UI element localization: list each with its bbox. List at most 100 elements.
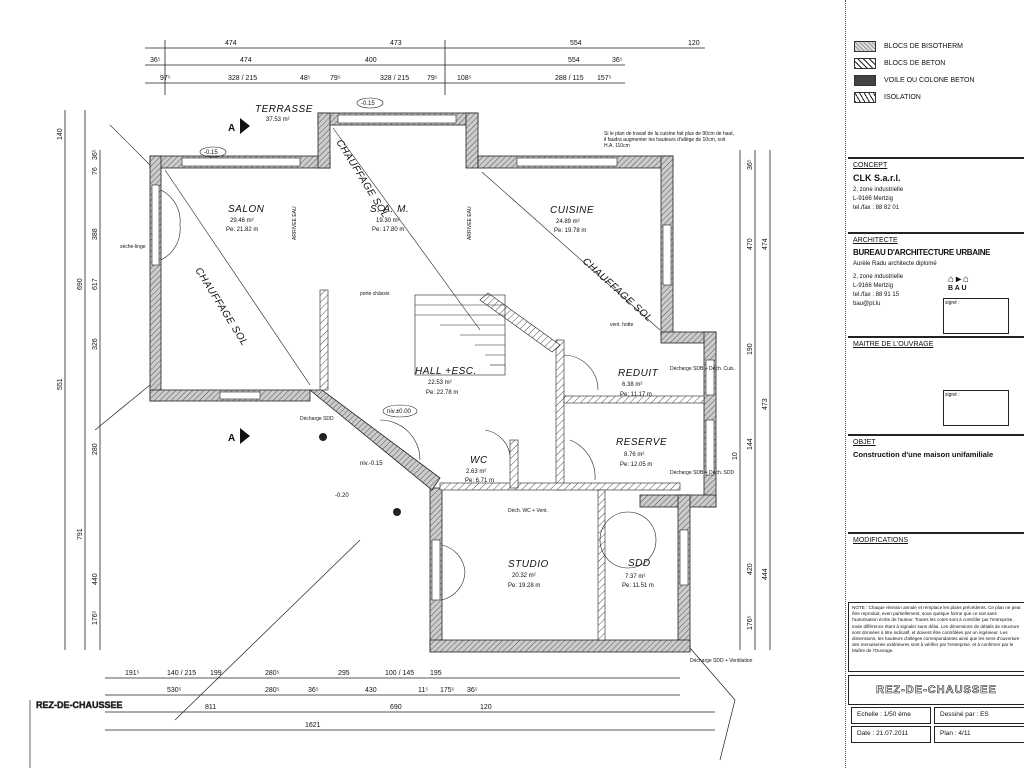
- architecte-address2: L-9166 Mertzig: [853, 283, 894, 289]
- svg-text:280⁵: 280⁵: [265, 687, 280, 694]
- svg-text:STUDIO: STUDIO: [508, 559, 549, 570]
- plan-title-box: REZ-DE-CHAUSSEE: [848, 675, 1024, 705]
- svg-text:617: 617: [92, 278, 99, 290]
- svg-text:CUISINE: CUISINE: [550, 205, 594, 216]
- svg-text:280: 280: [92, 443, 99, 455]
- svg-text:CHAUFFAGE SOL: CHAUFFAGE SOL: [333, 138, 390, 220]
- section-marker-top: A: [228, 118, 250, 134]
- svg-text:Pe: 6.71 m: Pe: 6.71 m: [465, 478, 494, 484]
- svg-text:474: 474: [225, 40, 237, 47]
- dimension-lines-top: [145, 40, 705, 95]
- dimension-text-bottom: 191⁵ 140 / 215 199 280⁵ 295 100 / 145 19…: [125, 670, 492, 729]
- svg-text:474: 474: [240, 57, 252, 64]
- svg-text:Pe: 21.82 m: Pe: 21.82 m: [226, 227, 258, 233]
- objet-section: OBJET Construction d'une maison unifamil…: [848, 434, 1024, 530]
- svg-text:Déch. WC + Vent.: Déch. WC + Vent.: [508, 508, 548, 514]
- svg-text:100 / 145: 100 / 145: [385, 670, 414, 677]
- plan-number-text: Plan : 4/11: [940, 730, 971, 737]
- architecte-header: ARCHITECTE: [853, 237, 898, 244]
- svg-text:37.53 m²: 37.53 m²: [266, 117, 290, 123]
- scale-text: Echelle : 1/50 ème: [857, 711, 911, 718]
- svg-text:690: 690: [77, 278, 84, 290]
- svg-text:79⁵: 79⁵: [330, 75, 341, 82]
- room-reduit: REDUIT 6.38 m² Pe: 11.17 m: [618, 368, 658, 398]
- svg-text:vent. hotte: vent. hotte: [610, 322, 634, 328]
- svg-text:295: 295: [338, 670, 350, 677]
- floor-plan-drawing: 474 473 554 120 36⁵ 474 400 554 36⁵ 97⁵ …: [29, 40, 771, 768]
- svg-text:554: 554: [568, 57, 580, 64]
- svg-text:280⁵: 280⁵: [265, 670, 280, 677]
- svg-text:CHAUFFAGE SOL: CHAUFFAGE SOL: [192, 266, 249, 348]
- note-text: NOTE : Chaque révision annule et remplac…: [852, 605, 1021, 654]
- maitre-header: MAITRE DE L'OUVRAGE: [853, 341, 934, 348]
- svg-text:S. A. M.: S. A. M.: [370, 204, 409, 215]
- svg-text:ARRIVEE EAU: ARRIVEE EAU: [467, 206, 473, 240]
- dimension-lines-sides: [64, 110, 771, 650]
- svg-text:36⁵: 36⁵: [308, 687, 319, 694]
- svg-text:8.76 m²: 8.76 m²: [624, 452, 644, 458]
- svg-text:RESERVE: RESERVE: [616, 437, 667, 448]
- svg-text:Décharge SDD + Ventilation: Décharge SDD + Ventilation: [690, 658, 753, 664]
- svg-text:440: 440: [92, 573, 99, 585]
- staircase: [414, 294, 506, 376]
- svg-text:A: A: [228, 433, 235, 444]
- note-section: NOTE : Chaque révision annule et remplac…: [848, 602, 1024, 672]
- room-studio: STUDIO 20.32 m² Pe: 19.28 m: [508, 559, 549, 589]
- svg-text:328 / 215: 328 / 215: [380, 75, 409, 82]
- concept-header: CONCEPT: [853, 162, 888, 169]
- svg-text:791: 791: [77, 528, 84, 540]
- plan-title: REZ-DE-CHAUSSEE: [36, 700, 123, 710]
- plan-number-cell: Plan : 4/11: [934, 726, 1024, 743]
- section-marker-bottom: A: [228, 428, 250, 444]
- svg-text:7.37 m²: 7.37 m²: [625, 574, 645, 580]
- svg-text:TERRASSE: TERRASSE: [255, 104, 313, 115]
- concept-section: CONCEPT CLK S.a.r.l. 2, zone industriell…: [848, 157, 1024, 230]
- svg-text:690: 690: [390, 704, 402, 711]
- svg-text:811: 811: [205, 704, 216, 711]
- svg-text:1621: 1621: [305, 722, 321, 729]
- svg-text:Pe: 17.80 m: Pe: 17.80 m: [372, 227, 404, 233]
- svg-text:ARRIVEE EAU: ARRIVEE EAU: [292, 206, 298, 240]
- windows: [151, 114, 715, 601]
- dimension-lines-bottom: [105, 677, 715, 731]
- drawn-by-text: Dessiné par : ES: [940, 711, 989, 718]
- svg-text:6.38 m²: 6.38 m²: [622, 382, 642, 388]
- room-reserve: RESERVE 8.76 m² Pe: 12.05 m: [616, 437, 667, 468]
- svg-text:444: 444: [762, 568, 769, 580]
- dimension-text-right: 474 470 190 144 473 444 420 176⁵ 10 36⁵: [732, 159, 769, 630]
- svg-text:HALL +ESC.: HALL +ESC.: [415, 366, 477, 377]
- dimension-text-top: 474 473 554 120 36⁵ 474 400 554 36⁵ 97⁵ …: [150, 40, 700, 82]
- concept-phone: tel./fax : 88 82 01: [853, 205, 900, 211]
- svg-text:48⁵: 48⁵: [300, 75, 311, 82]
- legend-label: BLOCS DE BISOTHERM: [884, 43, 963, 50]
- svg-text:Pe: 19.78 m: Pe: 19.78 m: [554, 228, 586, 234]
- svg-text:Pe: 19.28 m: Pe: 19.28 m: [508, 583, 540, 589]
- room-salon: SALON 29.46 m² Pe: 21.82 m: [226, 204, 264, 233]
- svg-text:29.46 m²: 29.46 m²: [230, 218, 254, 224]
- legend-label: VOILE OU COLONE BETON: [884, 77, 975, 84]
- svg-text:190: 190: [747, 343, 754, 355]
- svg-text:420: 420: [747, 563, 754, 575]
- svg-text:474: 474: [762, 238, 769, 250]
- svg-text:Décharge SDB + Déch. SDD: Décharge SDB + Déch. SDD: [670, 470, 734, 476]
- svg-text:36⁵: 36⁵: [612, 57, 623, 64]
- svg-text:470: 470: [747, 238, 754, 250]
- legend-item-isolation: ISOLATION: [854, 89, 1024, 106]
- concept-address2: L-9166 Mertzig: [853, 196, 894, 202]
- svg-text:36⁵: 36⁵: [467, 687, 478, 694]
- architecte-phone: tel./fax : 88 91 15: [853, 292, 900, 298]
- svg-text:36⁵: 36⁵: [92, 149, 99, 160]
- svg-text:niv.-0.15: niv.-0.15: [360, 461, 383, 467]
- date-cell: Date : 21.07.2011: [851, 726, 931, 743]
- room-hall: HALL +ESC. 22.53 m² Pe: 22.78 m: [415, 366, 477, 396]
- svg-text:97⁵: 97⁵: [160, 75, 171, 82]
- svg-text:191⁵: 191⁵: [125, 670, 140, 677]
- legend-label: BLOCS DE BETON: [884, 60, 946, 67]
- concept-address1: 2, zone industrielle: [853, 187, 904, 193]
- maitre-signature-box: signé :: [943, 390, 1009, 426]
- architecte-signature-box: signé :: [943, 298, 1009, 334]
- door-swings: [160, 189, 657, 601]
- svg-text:288 / 115: 288 / 115: [555, 75, 584, 82]
- svg-text:Pe: 12.05 m: Pe: 12.05 m: [620, 462, 652, 468]
- svg-text:554: 554: [570, 40, 582, 47]
